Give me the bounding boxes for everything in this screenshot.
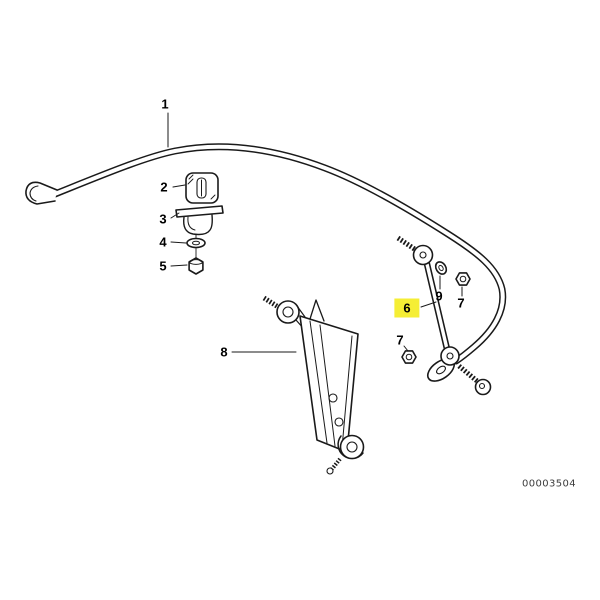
part-callout-6[interactable]: 6 <box>394 298 420 318</box>
part-callout-4[interactable]: 4 <box>159 234 167 250</box>
stabilizer-bar <box>25 143 507 382</box>
nut-5 <box>188 257 204 275</box>
stabilizer-link <box>396 235 492 396</box>
nut-7-lower <box>401 350 417 364</box>
rubber-bushing <box>185 172 219 204</box>
part-callout-7-lower[interactable]: 7 <box>396 332 404 348</box>
part-callout-8[interactable]: 8 <box>220 344 228 360</box>
nut-7-upper <box>455 272 471 286</box>
part-callout-3[interactable]: 3 <box>159 211 167 227</box>
part-callout-7-upper[interactable]: 7 <box>457 295 465 311</box>
part-callout-5[interactable]: 5 <box>159 258 167 274</box>
washer-4 <box>186 237 206 249</box>
part-callout-9[interactable]: 9 <box>435 288 443 304</box>
washer-9 <box>434 261 448 275</box>
part-callout-2[interactable]: 2 <box>160 179 168 195</box>
part-callout-1[interactable]: 1 <box>161 96 169 112</box>
leader-lines <box>167 112 463 353</box>
support-bracket <box>262 295 365 475</box>
drawing-number: 00003504 <box>521 478 577 490</box>
clamp-bracket <box>175 205 224 260</box>
